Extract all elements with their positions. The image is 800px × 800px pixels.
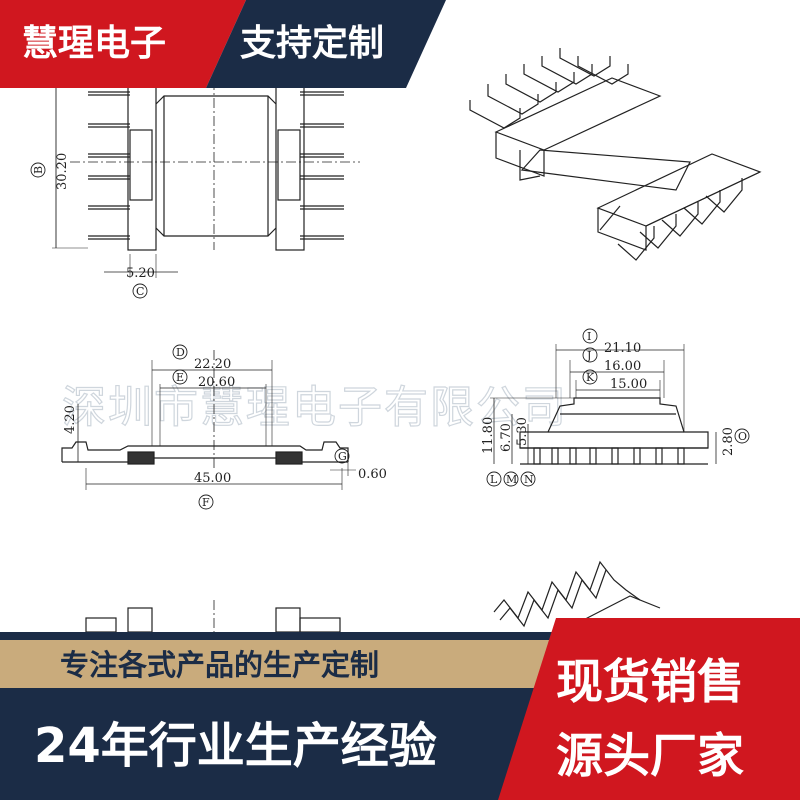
footer-line1: 专注各式产品的生产定制: [60, 648, 379, 682]
dim-O-value: 2.80: [721, 427, 736, 456]
footer: 专注各式产品的生产定制 24年行业生产经验 现货销售 源头厂家: [0, 618, 800, 800]
footer-red-panel: [498, 618, 800, 800]
side-view: [61, 350, 356, 490]
dim-N-value: 5.30: [515, 417, 530, 446]
dim-K: K 15.00: [582, 369, 647, 392]
dim-C: 5.20 C: [126, 266, 155, 299]
dim-M-mark: M: [506, 473, 517, 486]
footer-line2: 24年行业生产经验: [34, 718, 437, 774]
dim-H: 4.20: [63, 405, 78, 434]
dim-L-mark: L: [490, 473, 498, 486]
iso-pins-top: [469, 48, 629, 129]
dim-B: 30.20 B: [30, 153, 70, 190]
dim-J-mark: J: [586, 349, 591, 362]
footer-right1: 现货销售: [556, 655, 744, 710]
top-view: [52, 77, 360, 278]
pins-left: [88, 91, 130, 240]
brand-ribbon: [0, 0, 246, 88]
front-view: [490, 344, 717, 465]
dim-J: J 16.00: [582, 347, 641, 374]
dim-E-value: 20.60: [198, 375, 235, 390]
dim-D: D 22.20: [172, 344, 231, 372]
dim-K-mark: K: [586, 371, 595, 384]
dim-G-value: 0.60: [358, 467, 387, 482]
dim-F-mark: F: [202, 496, 210, 509]
isometric-view-top: [469, 48, 762, 261]
dim-H-value: 4.20: [63, 405, 78, 434]
dim-N: 5.30 N: [515, 417, 536, 487]
side-profile: [61, 441, 349, 462]
dim-D-mark: D: [176, 346, 185, 359]
tagline: 支持定制: [240, 23, 384, 64]
dim-F: 45.00 F: [194, 471, 231, 510]
dim-I-value: 21.10: [604, 341, 641, 356]
footer-right2: 源头厂家: [556, 729, 744, 784]
dim-M: 6.70 M: [499, 423, 519, 487]
dim-I: I 21.10: [582, 328, 641, 356]
footer-gold-strip: [0, 640, 556, 688]
pins-right: [300, 91, 344, 240]
brand-name: 慧瑆电子: [22, 23, 166, 64]
watermark: 深圳市慧瑆电子有限公司: [62, 382, 568, 433]
dim-L-value: 11.80: [481, 417, 496, 454]
dim-C-value: 5.20: [126, 266, 155, 281]
tagline-ribbon: [206, 0, 446, 88]
core-body: [155, 95, 277, 237]
dim-E-mark: E: [176, 371, 184, 384]
top-banner: 慧瑆电子 支持定制: [0, 0, 446, 88]
dim-B-value: 30.20: [55, 153, 70, 190]
dim-L: 11.80 L: [481, 417, 502, 487]
dim-E: E 20.60: [172, 369, 235, 390]
dim-C-mark: C: [136, 285, 144, 298]
front-pins: [533, 447, 685, 465]
dim-O-mark: O: [738, 430, 747, 443]
dim-N-mark: N: [524, 473, 534, 486]
dim-O: 2.80 O: [721, 427, 750, 456]
dim-F-value: 45.00: [194, 471, 231, 486]
iso-pins-bottom: [617, 178, 743, 261]
dim-I-mark: I: [587, 330, 591, 343]
dim-K-value: 15.00: [610, 377, 647, 392]
dim-M-value: 6.70: [499, 423, 514, 452]
dim-G: G 0.60: [334, 448, 387, 482]
dim-J-value: 16.00: [604, 359, 641, 374]
dim-D-value: 22.20: [194, 357, 231, 372]
dim-G-mark: G: [338, 450, 347, 463]
dim-B-mark: B: [32, 166, 45, 174]
